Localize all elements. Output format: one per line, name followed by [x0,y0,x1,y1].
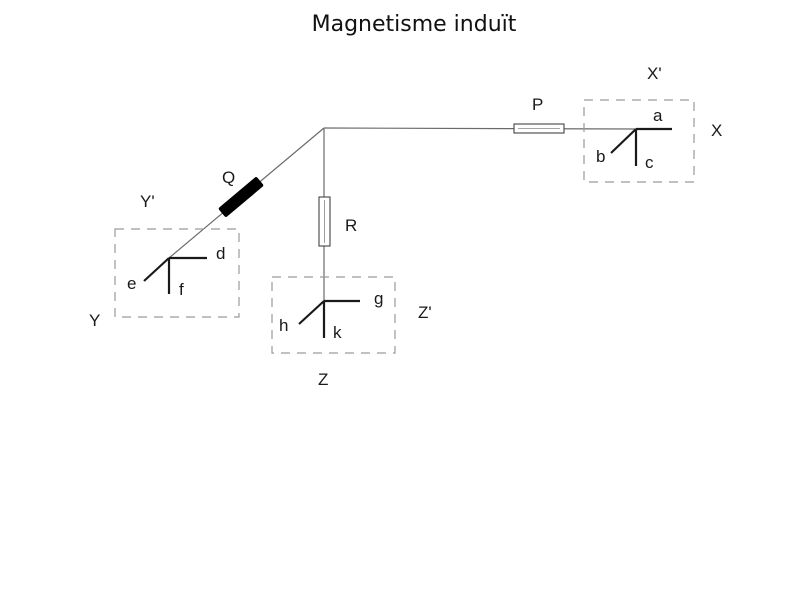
label-f: f [179,280,184,299]
label-d: d [216,244,225,263]
axis-z-prime: Z' [418,303,432,322]
label-b: b [596,147,605,166]
label-p: P [532,95,543,114]
axis-y-prime: Y' [140,192,155,211]
axis-y: Y [89,311,100,330]
label-a: a [653,106,663,125]
wire-x [323,127,637,130]
label-e: e [127,274,136,293]
label-r: R [345,216,357,235]
diagram-title: Magnetisme induït [311,12,517,37]
axis-z: Z [318,370,328,389]
branch-e [143,257,170,282]
label-c: c [645,153,654,172]
axis-x-prime: X' [647,64,662,83]
resistor-q [218,177,264,217]
label-k: k [333,323,342,342]
label-g: g [374,289,383,308]
resistor-q-body [218,177,264,217]
label-h: h [279,316,288,335]
box-x [583,99,695,183]
axis-x: X [711,121,722,140]
branch-b [610,128,637,154]
branch-h [298,300,325,325]
box-y [114,228,240,318]
box-z [271,276,396,354]
label-q: Q [222,168,235,187]
